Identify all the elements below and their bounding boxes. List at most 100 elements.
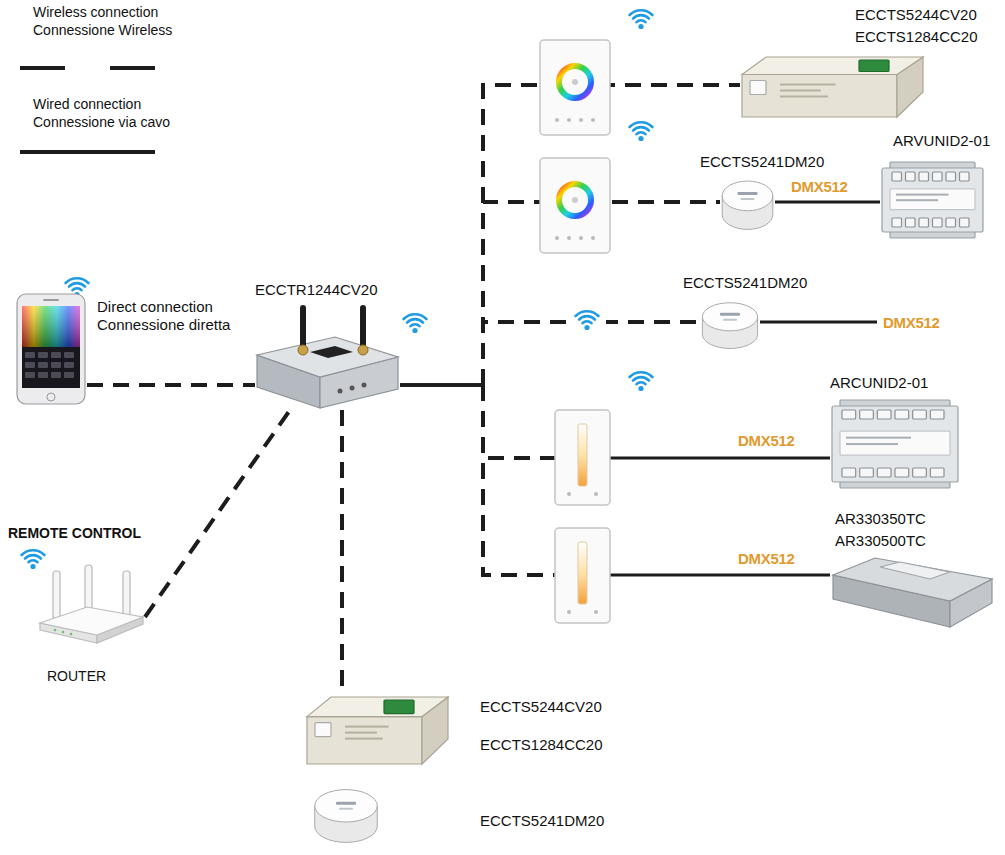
wall-panel xyxy=(555,528,610,623)
antenna-base xyxy=(358,345,368,355)
power-driver: AR330350TCAR330500TC xyxy=(830,555,995,640)
device-label: ECCTS5241DM20 xyxy=(700,153,824,171)
wireless-link xyxy=(483,85,740,385)
din-controller: ARCUNID2-01 xyxy=(830,398,960,490)
wall-panel xyxy=(540,40,610,135)
connector xyxy=(400,385,830,575)
terminal xyxy=(930,410,944,419)
device-label xyxy=(310,346,353,358)
device-label: ECCTS5241DM20 xyxy=(683,274,807,292)
wall-panel xyxy=(567,492,571,496)
antenna xyxy=(300,305,306,351)
terminal-block xyxy=(384,700,414,714)
din-controller-picture xyxy=(830,398,960,490)
wifi-icon xyxy=(22,550,45,569)
round-module: ECCTS5241DM20 xyxy=(312,783,380,843)
wifi-icon xyxy=(576,311,599,330)
app-button xyxy=(64,352,74,358)
wall-panel xyxy=(567,236,571,240)
wired-link xyxy=(400,384,483,387)
wifi-receiver-picture xyxy=(255,305,400,410)
wall-panel xyxy=(572,79,578,85)
wired-link xyxy=(400,384,483,387)
wall-panel xyxy=(567,610,571,614)
wall-panel xyxy=(578,424,587,486)
terminal xyxy=(933,218,943,227)
antenna xyxy=(53,571,60,619)
device-label: ECCTR1244CV20 xyxy=(255,281,378,299)
print-mark xyxy=(720,313,740,316)
led-driver-picture xyxy=(305,695,450,767)
port xyxy=(350,386,355,391)
terminal xyxy=(860,468,874,477)
colour-picker xyxy=(22,306,80,347)
print-mark xyxy=(780,96,828,98)
wall-panel xyxy=(555,410,610,505)
power-driver-picture xyxy=(830,555,995,640)
app-button xyxy=(38,362,48,368)
wall-panel xyxy=(591,236,595,240)
phone-body xyxy=(17,294,85,404)
edge-label: DMX512 xyxy=(737,432,796,449)
dmx-wire xyxy=(760,321,877,324)
print-mark xyxy=(780,90,821,92)
terminal-block xyxy=(859,60,889,72)
terminal xyxy=(906,172,916,181)
device-label: ECCTS1284CC20 xyxy=(855,28,978,46)
app-button xyxy=(51,362,61,368)
terminal xyxy=(877,410,891,419)
device-face xyxy=(742,57,923,75)
device-face xyxy=(742,75,897,118)
terminal xyxy=(946,172,956,181)
connector xyxy=(342,410,343,695)
terminal-block xyxy=(315,723,331,737)
wired-link xyxy=(582,457,830,460)
terminal xyxy=(960,172,970,181)
antenna xyxy=(85,565,92,611)
speaker xyxy=(43,299,59,301)
status-led xyxy=(54,629,57,632)
wall-panel xyxy=(572,197,578,203)
print-mark xyxy=(345,726,389,728)
print-mark xyxy=(723,319,737,321)
antenna-base xyxy=(298,345,308,355)
wall-panel xyxy=(567,118,571,122)
device-label: ECCTS5241DM20 xyxy=(480,812,604,830)
terminal xyxy=(906,218,916,227)
wall-panel xyxy=(559,184,591,216)
legend-sample xyxy=(20,66,155,70)
app-button xyxy=(51,352,61,358)
legend-sample xyxy=(20,150,155,154)
smartphone: Direct connection Connessione diretta xyxy=(15,293,87,405)
wall-panel xyxy=(594,492,598,496)
wall-panel xyxy=(555,528,610,623)
wall-panel xyxy=(591,118,595,122)
terminal xyxy=(930,468,944,477)
terminal xyxy=(892,172,902,181)
print-mark xyxy=(345,732,377,734)
port xyxy=(362,383,367,388)
device-label: ECCTS1284CC20 xyxy=(480,736,603,754)
wireless-link xyxy=(145,410,290,617)
phone-screen xyxy=(22,306,80,388)
app-button xyxy=(25,372,35,378)
edge-label: DMX512 xyxy=(790,178,849,195)
terminal xyxy=(946,218,956,227)
terminal xyxy=(895,468,909,477)
smartphone-picture xyxy=(15,293,87,405)
router: REMOTE CONTROLROUTER xyxy=(35,565,145,660)
print-mark xyxy=(896,194,949,196)
print-mark xyxy=(336,802,356,805)
wifi-icon xyxy=(630,122,653,141)
antenna xyxy=(360,305,366,351)
device-face xyxy=(257,337,398,377)
wired-link xyxy=(582,574,830,577)
connector xyxy=(145,410,290,617)
device-label: Direct connection Connessione diretta xyxy=(97,298,247,334)
print-mark xyxy=(339,808,353,810)
app-button xyxy=(51,372,61,378)
round-module-picture xyxy=(312,783,380,843)
terminal xyxy=(919,172,929,181)
